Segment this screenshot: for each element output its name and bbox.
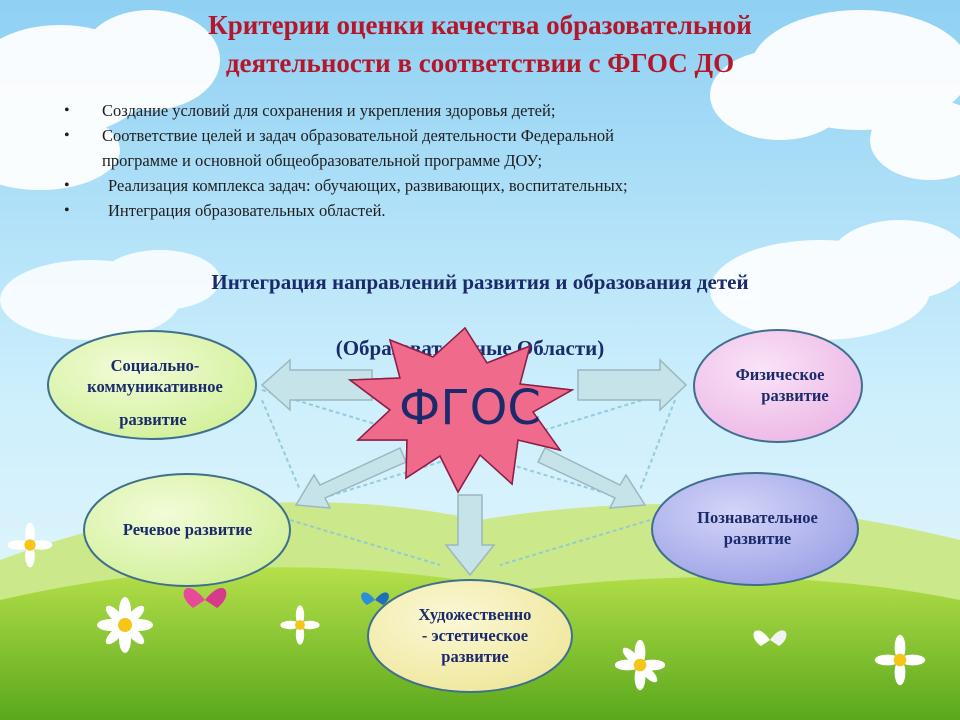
butterfly-icon <box>183 588 227 608</box>
label-line: развитие <box>441 647 509 666</box>
speech-label: Речевое развитие <box>122 520 253 539</box>
criteria-list: Создание условий для сохранения и укрепл… <box>60 98 840 223</box>
physical-label: Физическое развитие <box>695 364 865 406</box>
label-line: развитие <box>723 529 792 548</box>
cognitive-label: Познавательное развитие <box>660 507 855 549</box>
title-line: Критерии оценки качества образовательной <box>208 10 752 40</box>
label-line: коммуникативное <box>87 377 223 396</box>
criteria-item: Интеграция образовательных областей. <box>60 198 840 223</box>
oval-physical <box>693 329 863 443</box>
fgos-center-label: ФГОС <box>399 380 541 436</box>
butterfly-icon <box>361 592 389 605</box>
label-line: Физическое <box>735 365 825 384</box>
title-line: деятельности в соответствии с ФГОС ДО <box>225 48 735 78</box>
daisy-flower <box>280 605 320 645</box>
butterfly-icon <box>753 630 787 646</box>
cloud <box>710 220 960 340</box>
criteria-item-continuation: программе и основной общеобразовательной… <box>102 151 543 170</box>
label-line: - эстетическое <box>421 626 529 645</box>
daisy-flower <box>614 639 666 691</box>
daisy-flower <box>874 634 926 686</box>
arrow-to-artistic <box>444 494 496 577</box>
label-line: Познавательное <box>697 508 818 527</box>
cloud <box>0 250 220 340</box>
label-line: развитие <box>761 386 829 405</box>
artistic-aesthetic-label: Художественно - эстетическое развитие <box>385 604 565 667</box>
social-communicative-label: Социально- коммуникативное развитие <box>55 355 255 430</box>
oval-cognitive <box>651 472 859 586</box>
criteria-item: Соответствие целей и задач образовательн… <box>60 123 840 173</box>
criteria-item: Создание условий для сохранения и укрепл… <box>60 98 840 123</box>
integration-heading: Интеграция направлений развития и образо… <box>211 270 749 294</box>
daisy-flower <box>97 597 153 653</box>
oval-social <box>47 330 257 440</box>
criteria-item-text: Соответствие целей и задач образовательн… <box>102 126 614 145</box>
daisy-flower <box>7 522 53 568</box>
oval-speech <box>83 473 291 587</box>
page-title: Критерии оценки качества образовательной… <box>100 6 860 82</box>
criteria-item: Реализация комплекса задач: обучающих, р… <box>60 173 840 198</box>
oval-artistic <box>367 579 573 693</box>
label-line: Художественно <box>418 605 532 624</box>
arrow-to-physical <box>577 358 688 412</box>
label-line: развитие <box>119 410 187 429</box>
label-line: Социально- <box>110 356 200 375</box>
